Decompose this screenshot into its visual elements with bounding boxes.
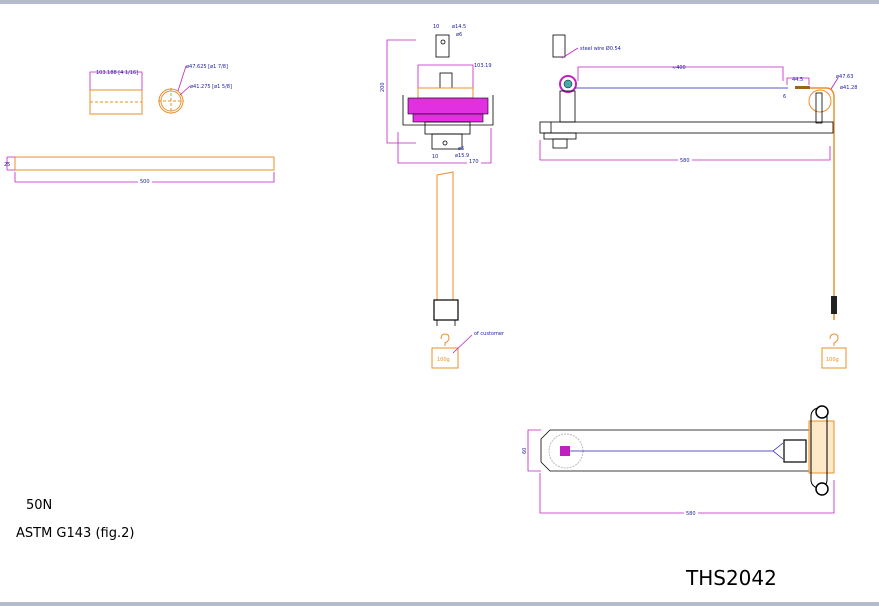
load-label: 50N [26,498,52,513]
tube-outer-dia: ø47.625 [ø1 7/8] [186,64,228,70]
height-dim: 200 [380,82,386,92]
window-bottom-border [0,602,879,606]
weight-label: 100g [437,357,450,363]
top-offset-dim: 10 [433,24,439,30]
wire-note: steel wire Ø0.54 [580,45,621,52]
top-width-dim: 103.19 [474,63,492,69]
top-view: 60 580 [522,405,835,517]
width-dim: 170 [469,159,479,165]
top-pin-dim: ø6 [456,32,462,38]
bottom-offset-dim: 10 [432,154,438,160]
model-number: THS2042 [685,566,777,590]
side-view: steel wire Ø0.54 ≈400 44.5 6 ø47.63 ø41.… [539,34,857,369]
hook-icon [440,333,450,346]
bottom-pin-dim: ø6 [458,146,464,152]
hook-icon [829,333,839,346]
bottom-hole-dim: ø15.9 [455,153,469,159]
arm-length-dim: 580 [680,158,690,164]
clamp-length-dim: 44.5 [792,77,803,83]
wire-length-dim: ≈400 [672,65,686,71]
weight-label: 100g [826,357,839,363]
tube-length-dim: 103.188 [4 1/16] [96,70,138,76]
front-view: 10 ø14.5 ø6 200 103.19 ø6 ø15.9 10 170 1… [380,24,505,369]
strip-length-dim: 500 [140,179,150,185]
weight-note: of customer [474,331,505,337]
top-width-dim: 60 [522,448,528,454]
strip-detail: 25 500 [4,156,275,185]
top-hole-dim: ø14.5 [452,24,466,30]
weight-box [431,347,459,369]
drum-inner-dim: ø41.28 [840,85,857,91]
top-length-dim: 580 [686,511,696,517]
standard-label: ASTM G143 (fig.2) [16,526,134,541]
tube-detail: 103.188 [4 1/16] ø47.625 [ø1 7/8] ø41.27… [89,64,232,115]
drum-outer-dim: ø47.63 [836,74,853,80]
tube-inner-dia: ø41.275 [ø1 5/8] [190,84,232,90]
clamp-offset-dim: 6 [783,94,786,100]
strip-width-dim: 25 [4,162,10,168]
window-top-border [0,0,879,4]
